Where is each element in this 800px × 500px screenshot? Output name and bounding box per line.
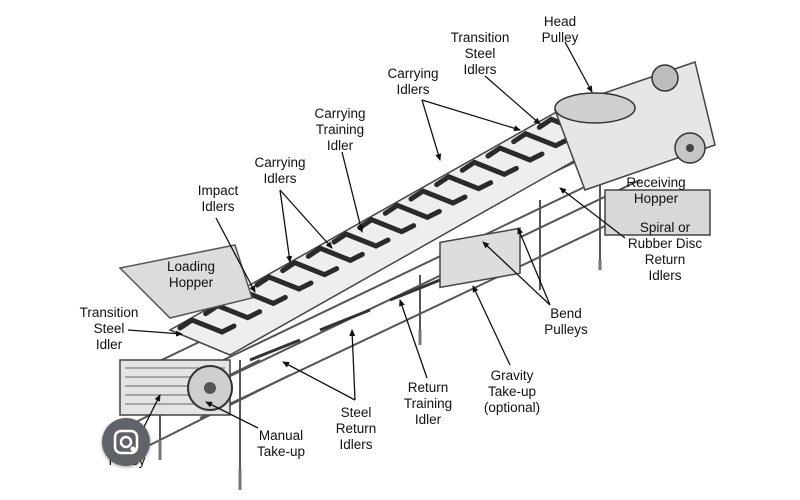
carrying-idler-set [177, 102, 622, 335]
carrying-idler [434, 173, 494, 192]
label-receiving-hopper: Receiving Hopper [626, 175, 686, 206]
head-drive-assembly [554, 61, 716, 236]
label-head-pulley: Head Pulley [541, 14, 579, 45]
label-carrying-training-idler: Carrying Training Idler [314, 106, 366, 153]
label-impact-idlers: Impact Idlers [197, 183, 239, 214]
carrying-idler [305, 245, 365, 264]
label-gravity-take-up: Gravity Take-up (optional) [483, 368, 541, 415]
leader-arrows [127, 41, 626, 446]
carrying-idler [408, 188, 468, 206]
label-carrying-idlers-mid: Carrying Idlers [254, 155, 306, 186]
label-carrying-idlers-top: Carrying Idlers [387, 66, 439, 97]
loading-hopper-shape [118, 244, 253, 319]
label-return-training-idler: Return Training Idler [403, 380, 453, 427]
label-steel-return-idlers: Steel Return Idlers [335, 405, 377, 452]
label-transition-steel-idlers: Transition Steel Idlers [450, 30, 510, 77]
carrying-idler [177, 317, 237, 335]
gravity-take-up-box [439, 227, 521, 289]
carrying-idler [459, 159, 519, 178]
carrying-idler [511, 130, 571, 149]
carrying-idler [254, 274, 314, 292]
carrying-idler [485, 145, 545, 163]
google-lens-icon[interactable] [102, 418, 150, 466]
carrying-idler [331, 231, 391, 249]
label-bend-pulleys: Bend Pulleys [544, 306, 588, 337]
label-transition-steel-idler: Transition Steel Idler [79, 305, 139, 352]
carrying-idler [203, 302, 263, 321]
carrying-idler [382, 202, 442, 221]
carrying-idler [357, 216, 417, 235]
label-spiral-rubber-disc-return-idlers: Spiral or Rubber Disc Return Idlers [627, 220, 703, 283]
frame-legs [158, 260, 602, 490]
carrying-idler [280, 259, 340, 278]
label-loading-hopper: Loading Hopper [166, 259, 216, 290]
label-manual-take-up: Manual Take-up [256, 428, 306, 459]
